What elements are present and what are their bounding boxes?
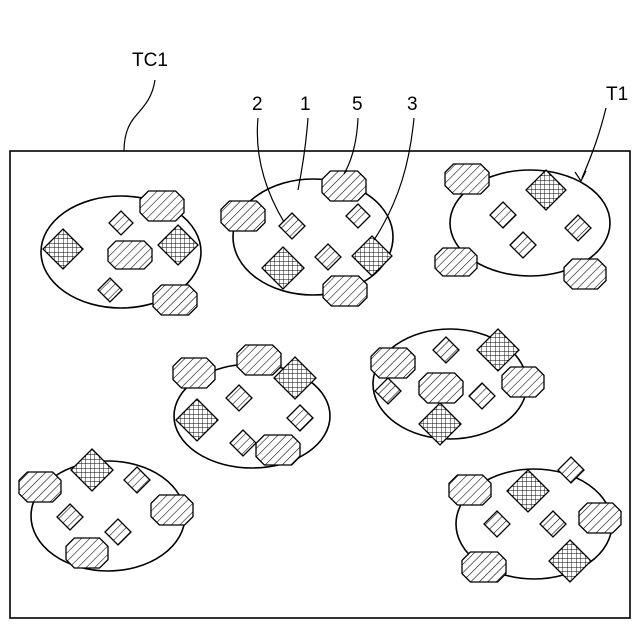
particle-body-group — [221, 171, 393, 306]
hatched-octagon-particle — [502, 367, 544, 397]
hatched-octagon-particle — [237, 345, 281, 375]
body-ellipse — [233, 179, 393, 295]
label-container: TC1 — [132, 50, 168, 71]
hatched-octagon-particle — [19, 472, 61, 502]
hatched-octagon-particle — [462, 552, 506, 582]
hatched-octagon-particle — [579, 503, 621, 533]
label-ref-1: 1 — [300, 94, 311, 115]
label-ref-5: 5 — [352, 94, 363, 115]
hatched-octagon-particle — [419, 373, 463, 403]
hatched-octagon-particle — [108, 241, 152, 269]
hatched-octagon-particle — [140, 191, 184, 221]
hatched-octagon-particle — [151, 495, 193, 525]
particle-body-group — [41, 191, 201, 315]
hatched-octagon-particle — [445, 164, 489, 194]
element-groups — [19, 164, 621, 582]
particle-body-group — [435, 164, 610, 289]
hatched-octagon-particle — [256, 435, 300, 465]
hatched-octagon-particle — [221, 201, 265, 231]
leader-tc1 — [124, 80, 155, 151]
hatched-octagon-particle — [323, 276, 367, 306]
hatched-octagon-particle — [153, 285, 197, 315]
label-item: T1 — [606, 84, 628, 105]
particle-body-group — [371, 329, 544, 445]
hatched-octagon-particle — [322, 171, 366, 201]
particle-body-group — [19, 449, 193, 571]
leader-t1 — [582, 108, 606, 178]
hatched-octagon-particle — [371, 348, 415, 378]
label-ref-2: 2 — [252, 94, 263, 115]
hatched-octagon-particle — [66, 538, 108, 568]
particle-body-group — [449, 457, 621, 582]
hatched-octagon-particle — [173, 358, 215, 388]
hatched-octagon-particle — [564, 259, 606, 289]
hatched-octagon-particle — [435, 248, 477, 276]
label-ref-3: 3 — [407, 94, 418, 115]
hatched-octagon-particle — [449, 475, 491, 505]
particle-body-group — [173, 345, 330, 468]
leader-5 — [344, 118, 358, 174]
